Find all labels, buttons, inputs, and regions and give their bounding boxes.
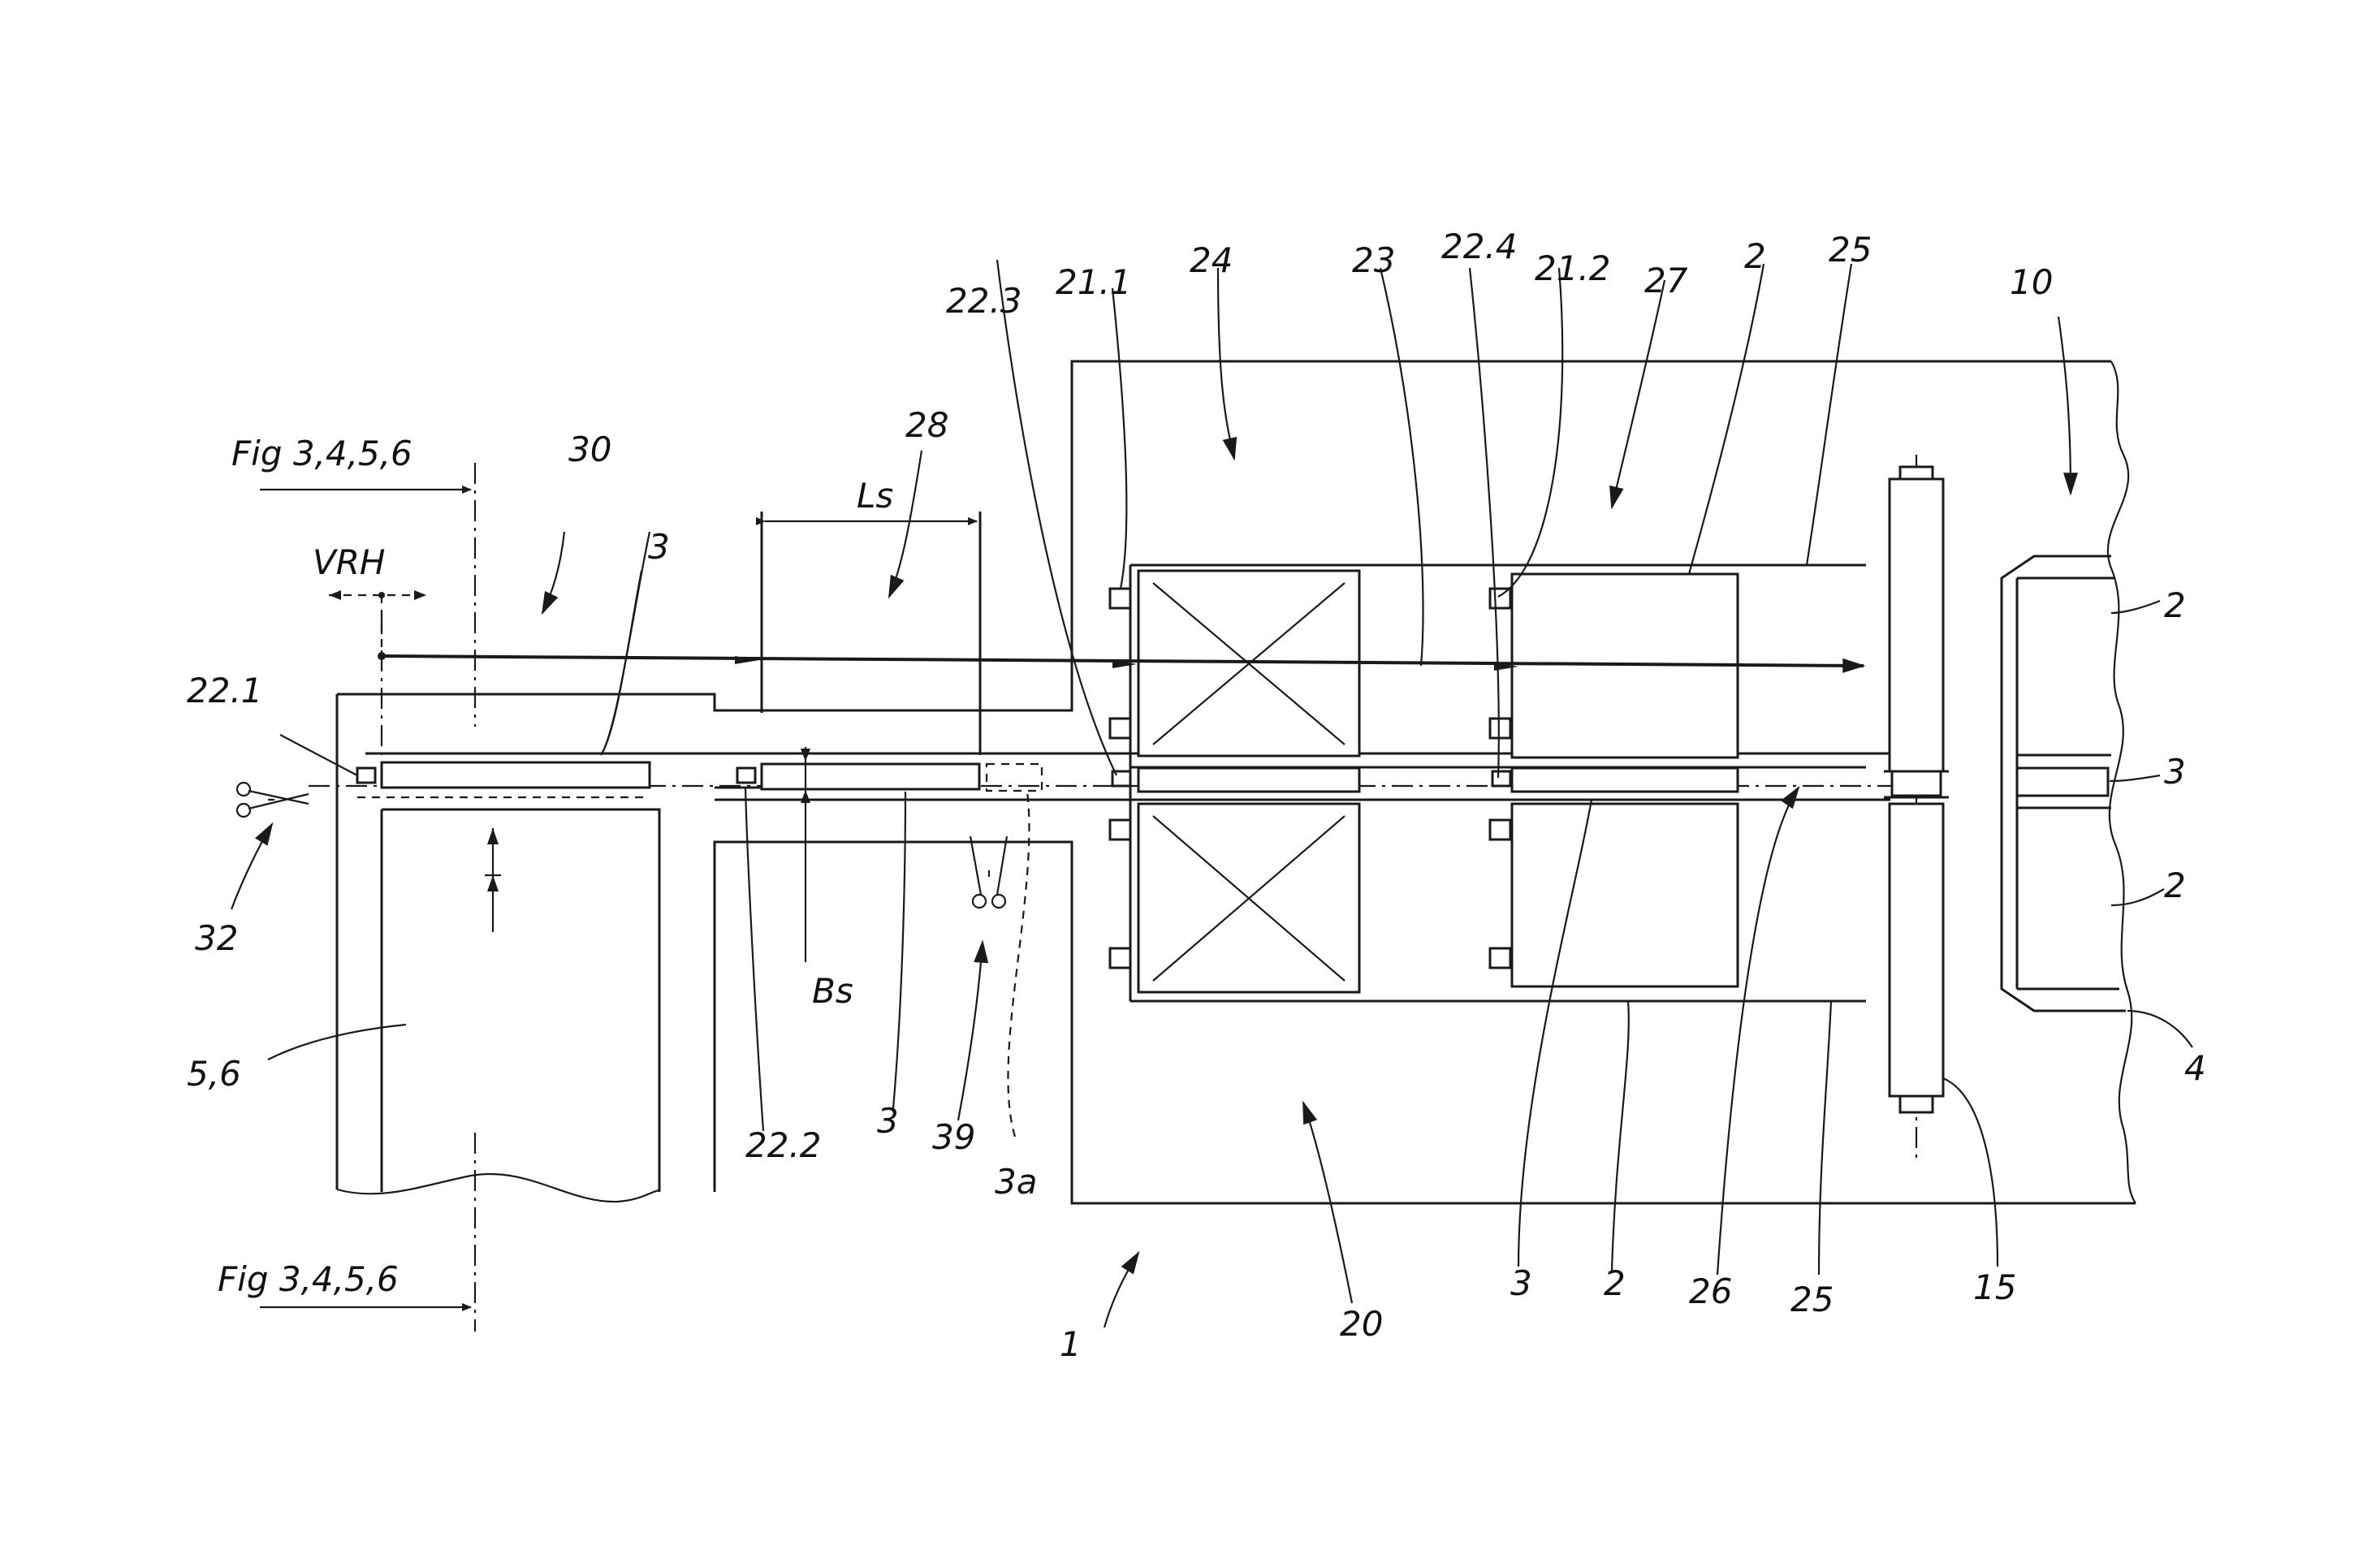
label-10: 10: [2010, 262, 2053, 302]
strip-3-far: [2017, 768, 2108, 796]
label-27: 27: [1644, 261, 1688, 300]
label-23: 23: [1352, 240, 1395, 280]
label-2-right-top: 2: [2164, 585, 2186, 625]
label-3-left: 3: [648, 527, 670, 567]
scissors-icon-39: [970, 836, 1007, 908]
right-break-line: [2108, 361, 2136, 1203]
label-15: 15: [1973, 1267, 2016, 1307]
roller-15: [1884, 455, 1949, 1161]
label-3-bottom: 3: [1510, 1263, 1532, 1303]
label-2-bottom: 2: [1604, 1263, 1626, 1303]
label-22-2: 22.2: [745, 1125, 822, 1165]
label-1: 1: [1060, 1324, 1082, 1364]
label-28: 28: [905, 405, 948, 445]
label-vrh: VRH: [313, 542, 386, 582]
label-22-3: 22.3: [946, 281, 1022, 321]
label-4: 4: [2184, 1048, 2206, 1088]
strip-3-left: [382, 762, 650, 788]
label-2-top: 2: [1744, 236, 1766, 276]
label-fig-bottom: Fig 3,4,5,6: [218, 1259, 399, 1299]
label-22-4: 22.4: [1441, 227, 1518, 266]
label-ls: Ls: [857, 476, 893, 516]
label-fig-top: Fig 3,4,5,6: [231, 434, 413, 473]
strip-3-right: [1512, 768, 1738, 792]
strip-3-station: [1138, 768, 1359, 792]
label-2-right-bottom: 2: [2164, 866, 2186, 905]
strip-3-mid: [762, 764, 979, 789]
label-39: 39: [932, 1117, 975, 1157]
label-32: 32: [195, 918, 238, 958]
label-3a: 3a: [995, 1162, 1037, 1202]
label-bs: Bs: [812, 971, 853, 1011]
label-3-right: 3: [2164, 752, 2186, 792]
label-25-bottom: 25: [1790, 1280, 1834, 1319]
label-21-2: 21.2: [1535, 248, 1611, 288]
label-30: 30: [568, 430, 611, 469]
label-22-1: 22.1: [187, 671, 263, 710]
label-26: 26: [1689, 1271, 1732, 1311]
label-24: 24: [1190, 240, 1233, 280]
scissors-icon: [237, 783, 309, 817]
label-25-top: 25: [1829, 230, 1872, 270]
block-2-bottom: [1512, 804, 1738, 986]
label-20: 20: [1340, 1304, 1383, 1344]
label-3-mid: 3: [877, 1101, 899, 1141]
label-21-1: 21.1: [1056, 262, 1132, 302]
label-5-6: 5,6: [187, 1054, 241, 1094]
